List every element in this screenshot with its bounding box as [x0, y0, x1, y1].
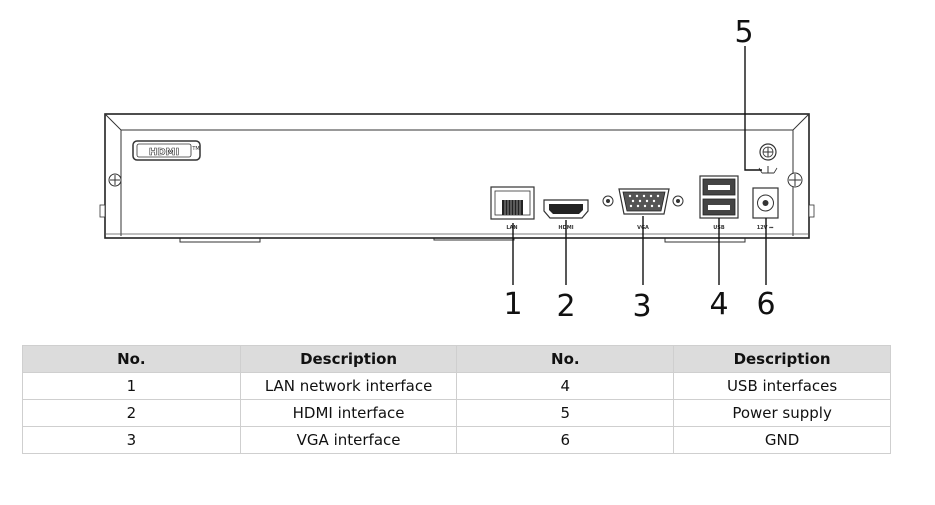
hdmi-port-icon [543, 199, 589, 219]
header-description: Description [673, 345, 891, 373]
callout-5: 5 [734, 15, 753, 50]
cell-description: GND [673, 426, 891, 454]
cell-no: 6 [456, 426, 675, 454]
cell-no: 5 [456, 399, 675, 427]
table-row: 3 VGA interface 6 GND [22, 426, 891, 454]
cell-description: VGA interface [239, 426, 458, 454]
cell-no: 1 [22, 372, 241, 400]
power-port-label: 12V ⎓ [757, 225, 774, 231]
table-row: 1 LAN network interface 4 USB interfaces [22, 372, 891, 400]
header-description: Description [239, 345, 458, 373]
callout-3: 3 [632, 289, 651, 324]
table-header-row: No. Description No. Description [22, 345, 891, 373]
rear-panel-diagram: HDMI TM LAN HDMI VGA [99, 15, 815, 324]
usb-ports-icon [699, 175, 739, 219]
vga-port-icon [602, 188, 684, 215]
side-tab-left [99, 204, 106, 218]
side-tab-right [808, 204, 815, 218]
table-row: 2 HDMI interface 5 Power supply [22, 399, 891, 427]
device-chassis [104, 113, 810, 239]
cell-description: HDMI interface [239, 399, 458, 427]
cell-no: 4 [456, 372, 675, 400]
cell-description: LAN network interface [239, 372, 458, 400]
lan-port-icon [490, 186, 535, 220]
screw-right-icon [787, 172, 803, 188]
screw-left-icon [108, 173, 122, 187]
hdmi-logo-text: HDMI [149, 147, 179, 158]
callout-1: 1 [503, 287, 522, 322]
leader-line-5 [744, 46, 762, 171]
ground-symbol-icon [758, 166, 778, 174]
header-no: No. [22, 345, 241, 373]
power-port-icon [752, 187, 779, 219]
hdmi-logo: HDMI TM [132, 140, 201, 161]
hdmi-logo-tm: TM [191, 146, 199, 152]
callout-4: 4 [709, 287, 728, 322]
lan-port-label: LAN [506, 225, 517, 231]
interface-legend-table: No. Description No. Description 1 LAN ne… [22, 345, 891, 454]
ground-screw-icon [759, 143, 777, 161]
callout-6: 6 [756, 287, 775, 322]
cell-description: USB interfaces [673, 372, 891, 400]
callout-2: 2 [556, 289, 575, 324]
header-no: No. [456, 345, 675, 373]
cell-description: Power supply [673, 399, 891, 427]
cell-no: 2 [22, 399, 241, 427]
cell-no: 3 [22, 426, 241, 454]
